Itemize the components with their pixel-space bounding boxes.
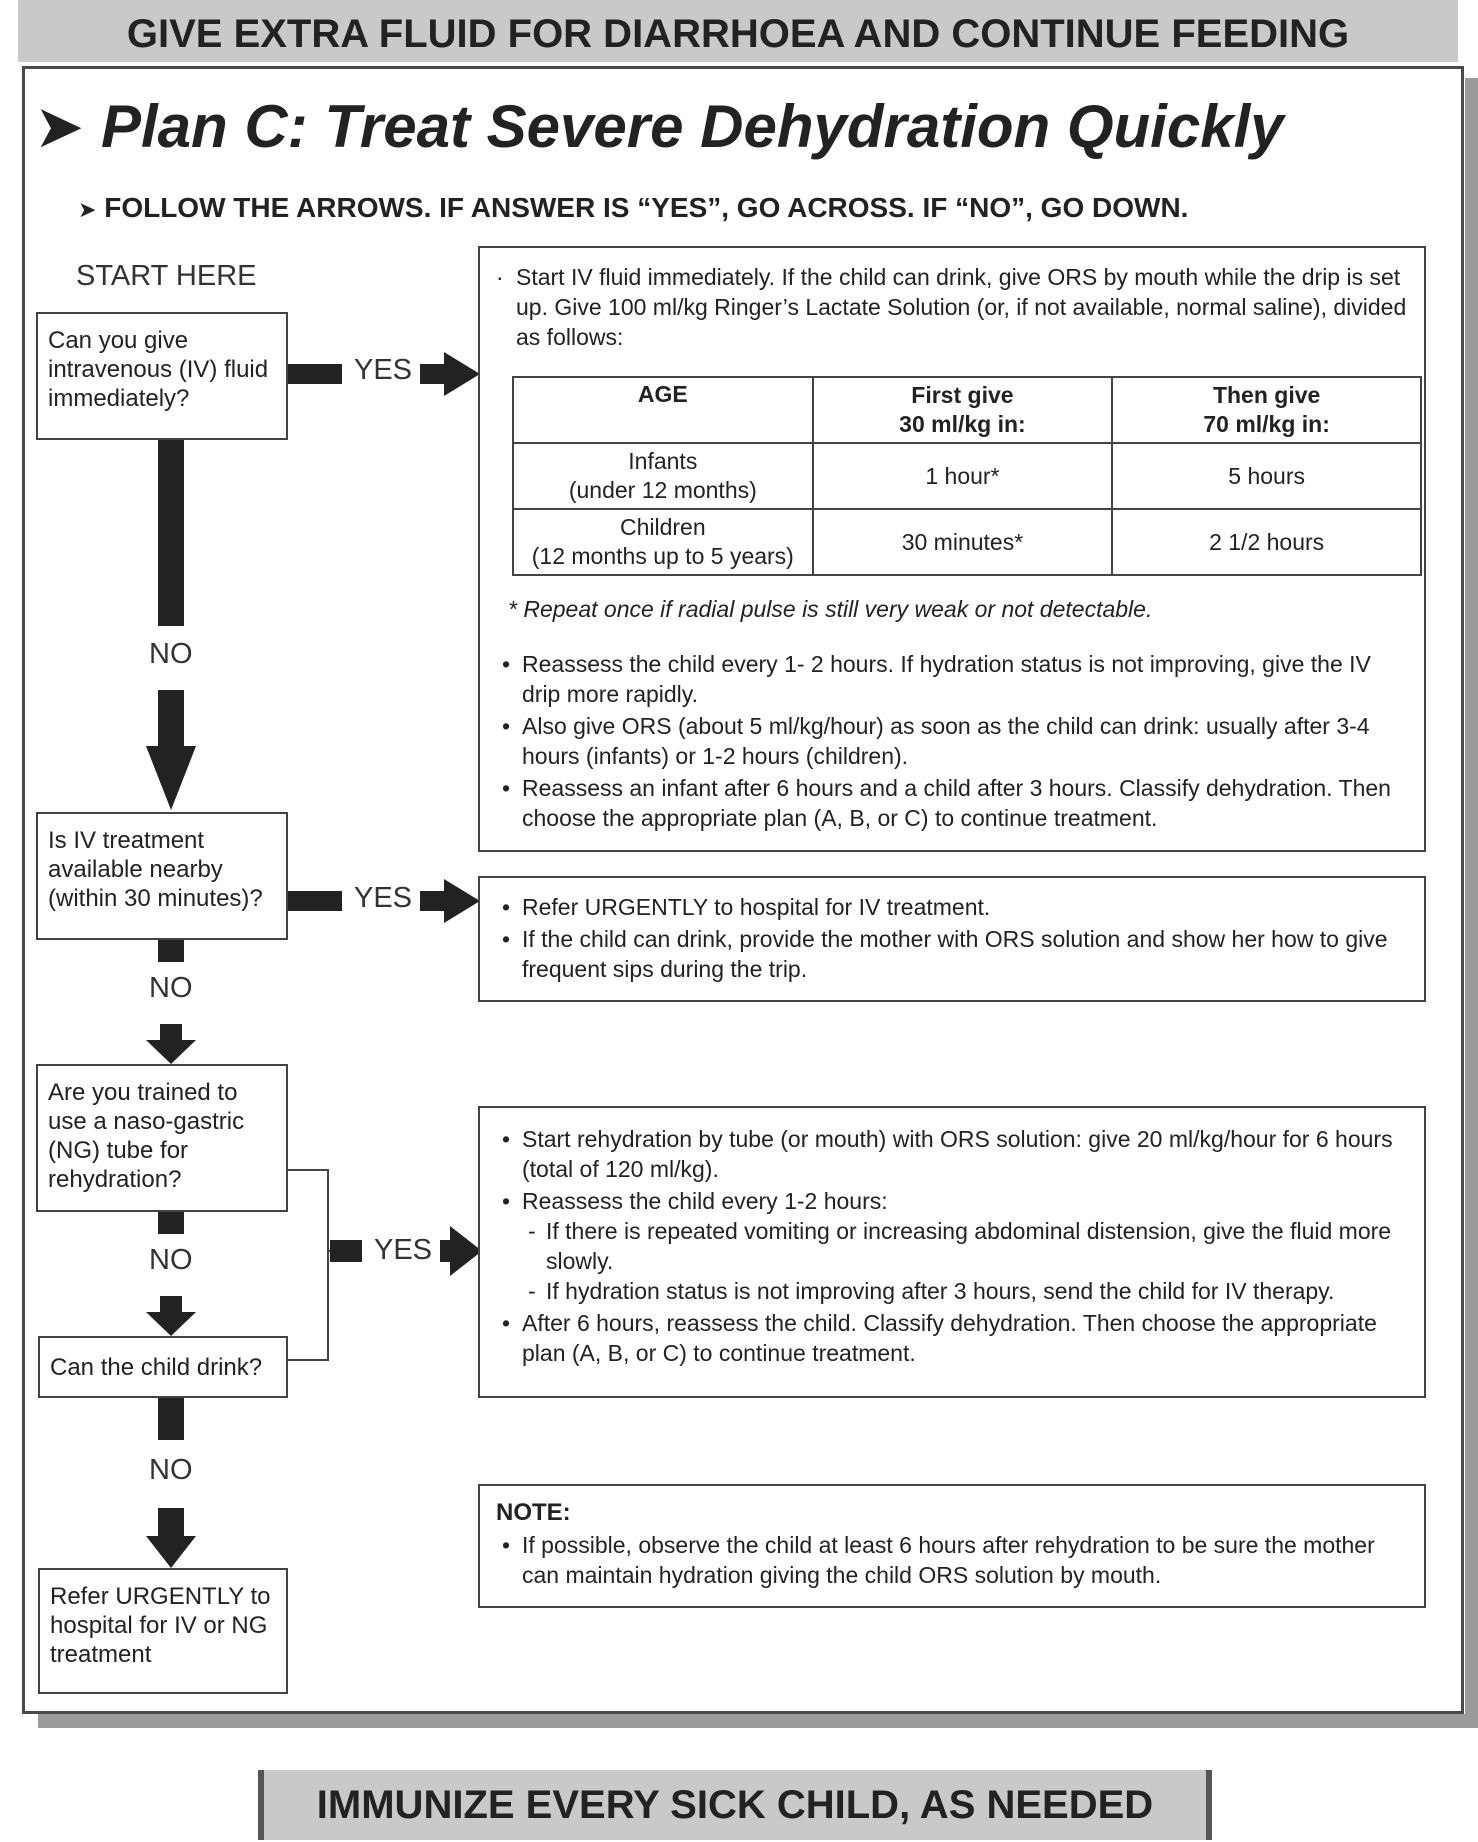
header-age: AGE (512, 376, 814, 444)
question-iv-immediately: Can you give intravenous (IV) fluid imme… (36, 312, 288, 440)
yes-label-2: YES (354, 882, 413, 914)
table-row: Infants (under 12 months) 1 hour* 5 hour… (512, 442, 1422, 510)
table-header-row: AGE First give 30 ml/kg in: Then give 70… (512, 376, 1422, 444)
no-arrow-1 (146, 440, 196, 810)
yes-label-3: YES (374, 1234, 433, 1266)
instruction-text: FOLLOW THE ARROWS. IF ANSWER IS “YES”, G… (104, 192, 1189, 223)
cell-age: Children (12 months up to 5 years) (512, 508, 814, 576)
list-item: After 6 hours, reassess the child. Class… (496, 1308, 1408, 1368)
instruction-line: ➤ FOLLOW THE ARROWS. IF ANSWER IS “YES”,… (78, 192, 1188, 224)
list-item: Refer URGENTLY to hospital for IV treatm… (496, 892, 1408, 922)
no-arrow-3 (146, 1212, 196, 1336)
table-footnote: * Repeat once if radial pulse is still v… (508, 596, 1153, 622)
list-item-text: Reassess the child every 1-2 hours: (522, 1188, 888, 1214)
ng-sub-bullets: If there is repeated vomiting or increas… (522, 1216, 1408, 1306)
final-refer-box: Refer URGENTLY to hospital for IV or NG … (38, 1568, 288, 1694)
yes-arrow-2 (288, 879, 480, 923)
no-label-1: NO (149, 638, 193, 670)
yes-label-1: YES (354, 354, 413, 386)
list-item: Reassess the child every 1-2 hours: If t… (496, 1186, 1408, 1306)
ng-tube-box: Start rehydration by tube (or mouth) wit… (478, 1106, 1426, 1398)
list-item: Also give ORS (about 5 ml/kg/hour) as so… (496, 711, 1408, 771)
panel-shadow-right (1465, 78, 1478, 1718)
no-arrow-4 (146, 1398, 196, 1568)
list-item: Reassess an infant after 6 hours and a c… (496, 773, 1408, 833)
header-first-give: First give 30 ml/kg in: (811, 376, 1114, 444)
refer-iv-box: Refer URGENTLY to hospital for IV treatm… (478, 876, 1426, 1002)
chevron-right-icon: ➤ (78, 197, 97, 222)
top-banner: GIVE EXTRA FLUID FOR DIARRHOEA AND CONTI… (18, 0, 1458, 62)
list-item: If the child can drink, provide the moth… (496, 924, 1408, 984)
plan-title: ➤ Plan C: Treat Severe Dehydration Quick… (34, 92, 1284, 162)
chevron-right-icon: ➤ (34, 93, 85, 160)
ng-bullets: Start rehydration by tube (or mouth) wit… (496, 1124, 1408, 1368)
cell-then: 2 1/2 hours (1111, 508, 1422, 576)
yes-arrow-1 (288, 352, 480, 396)
refer-bullets: Refer URGENTLY to hospital for IV treatm… (496, 892, 1408, 984)
note-box: NOTE: If possible, observe the child at … (478, 1484, 1426, 1608)
table-row: Children (12 months up to 5 years) 30 mi… (512, 508, 1422, 576)
cell-first: 30 minutes* (811, 508, 1114, 576)
sub-list-item: If there is repeated vomiting or increas… (522, 1216, 1408, 1276)
iv-treatment-box: · Start IV fluid immediately. If the chi… (478, 246, 1426, 852)
list-item: Reassess the child every 1- 2 hours. If … (496, 649, 1408, 709)
yes-arrow-3 (330, 1226, 482, 1276)
cell-age: Infants (under 12 months) (512, 442, 814, 510)
no-label-2: NO (149, 972, 193, 1004)
question-ng-trained: Are you trained to use a naso-gastric (N… (36, 1064, 288, 1212)
bracket-connector (288, 1169, 329, 1361)
question-iv-nearby: Is IV treatment available nearby (within… (36, 812, 288, 940)
list-item: Start rehydration by tube (or mouth) wit… (496, 1124, 1408, 1184)
iv-intro: · Start IV fluid immediately. If the chi… (496, 264, 1407, 350)
cell-first: 1 hour* (811, 442, 1114, 510)
iv-bullets: Reassess the child every 1- 2 hours. If … (496, 649, 1408, 833)
note-bullets: If possible, observe the child at least … (496, 1530, 1408, 1590)
bottom-banner: IMMUNIZE EVERY SICK CHILD, AS NEEDED (258, 1770, 1212, 1840)
sub-list-item: If hydration status is not improving aft… (522, 1276, 1408, 1306)
list-item: If possible, observe the child at least … (496, 1530, 1408, 1590)
plan-title-text: Plan C: Treat Severe Dehydration Quickly (100, 93, 1284, 160)
question-child-drink: Can the child drink? (38, 1336, 288, 1398)
no-label-4: NO (149, 1454, 193, 1486)
start-here-label: START HERE (76, 260, 257, 292)
iv-intro-text: Start IV fluid immediately. If the child… (516, 264, 1407, 350)
no-arrow-2 (146, 940, 196, 1064)
no-label-3: NO (149, 1244, 193, 1276)
panel-shadow-bottom (38, 1714, 1478, 1728)
fluid-schedule-table: AGE First give 30 ml/kg in: Then give 70… (512, 376, 1422, 576)
header-then-give: Then give 70 ml/kg in: (1111, 376, 1422, 444)
cell-then: 5 hours (1111, 442, 1422, 510)
note-title: NOTE: (496, 1499, 571, 1526)
